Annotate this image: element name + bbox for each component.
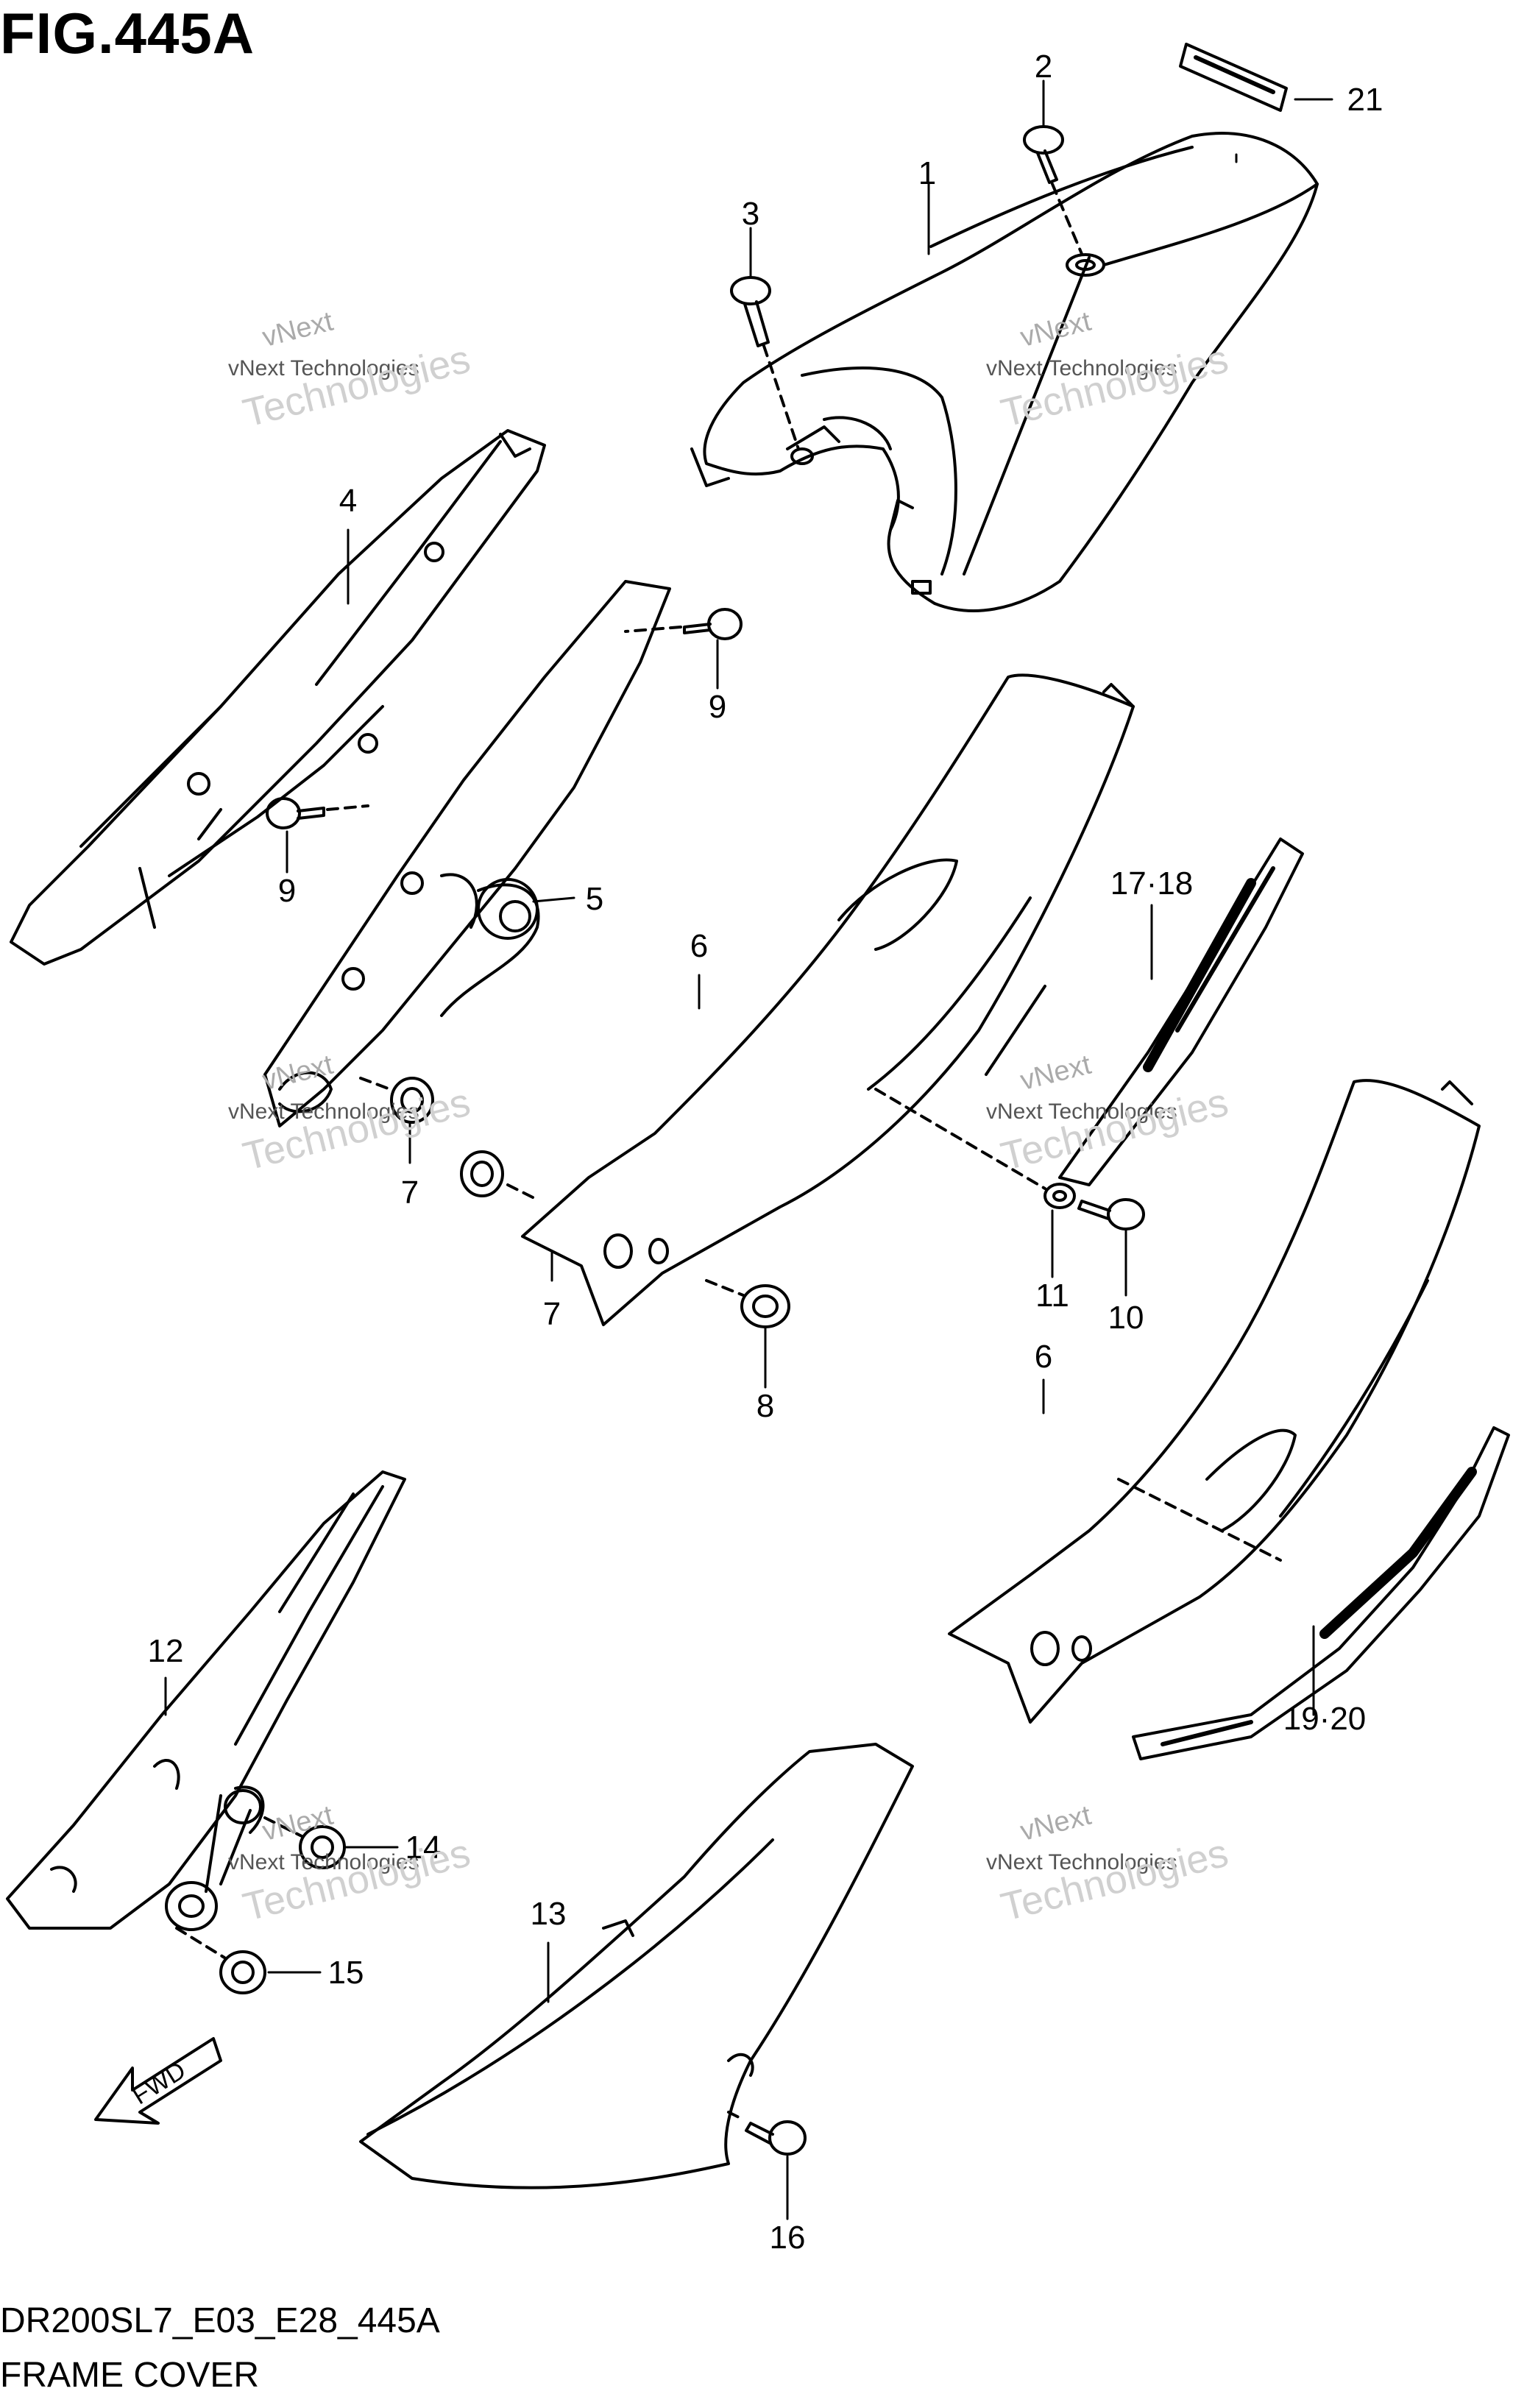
part-16-bolt xyxy=(727,2111,807,2156)
callout-9-upper: 9 xyxy=(709,689,726,725)
part-15-grommet xyxy=(175,1927,266,1994)
watermark-brand: vNext xyxy=(1017,306,1094,353)
watermark-small: vNext Technologies xyxy=(986,1850,1177,1874)
model-code: DR200SL7_E03_E28_445A xyxy=(0,2301,440,2340)
callout-6-left: 6 xyxy=(690,928,708,964)
part-8-grommet xyxy=(705,1279,790,1328)
callout-13: 13 xyxy=(531,1896,567,1932)
callout-9-lower: 9 xyxy=(278,873,296,909)
part-19-20-decal xyxy=(1132,1426,1510,1760)
watermark-large: Technologies xyxy=(238,1830,474,1929)
watermark-small: vNext Technologies xyxy=(228,1850,419,1874)
watermark-brand: vNext xyxy=(259,306,336,353)
callout-4: 4 xyxy=(339,483,357,519)
part-3-screw xyxy=(730,276,800,450)
figure-caption: FRAME COVER xyxy=(0,2356,260,2395)
watermark-brand: vNext xyxy=(1017,1800,1094,1847)
watermark-large: Technologies xyxy=(238,1080,474,1178)
callout-2: 2 xyxy=(1035,49,1052,85)
part-9-screw-upper xyxy=(624,608,743,640)
callout-labels: 1 2 3 4 5 6 6 7 7 8 9 9 10 11 12 13 14 1… xyxy=(148,49,1383,2256)
part-9-screw-lower xyxy=(266,797,369,829)
fwd-arrow xyxy=(94,2037,222,2125)
watermark-large: Technologies xyxy=(996,336,1232,435)
callout-3: 3 xyxy=(742,196,759,232)
callout-7-lower: 7 xyxy=(543,1296,561,1332)
callout-7-upper: 7 xyxy=(401,1175,419,1211)
part-12-bracket xyxy=(6,1470,406,1931)
callout-17-18: 17·18 xyxy=(1110,865,1194,902)
callout-5: 5 xyxy=(586,881,603,917)
part-17-18-decal xyxy=(1058,838,1304,1186)
watermark-brand: vNext xyxy=(259,1800,336,1847)
figure-title: FIG.445A xyxy=(0,1,255,65)
part-7-grommet-lower xyxy=(460,1150,539,1201)
callout-1: 1 xyxy=(918,155,936,191)
part-14-grommet xyxy=(263,1816,346,1869)
part-13-lower-cover xyxy=(359,1743,914,2189)
watermark-large: Technologies xyxy=(996,1830,1232,1929)
part-1-rear-cowl xyxy=(690,132,1319,612)
part-2-screw xyxy=(1023,125,1083,255)
part-5-bracket xyxy=(263,580,671,1127)
part-6-side-cover-left xyxy=(521,673,1135,1326)
part-6-side-cover-right xyxy=(948,1079,1481,1724)
watermark-small: vNext Technologies xyxy=(228,1099,419,1124)
callout-10: 10 xyxy=(1108,1300,1144,1336)
watermark-large: Technologies xyxy=(996,1080,1232,1178)
part-21-emblem xyxy=(1179,43,1288,112)
callout-21: 21 xyxy=(1347,82,1383,118)
callout-14: 14 xyxy=(405,1830,442,1866)
watermark-small: vNext Technologies xyxy=(986,1099,1177,1124)
callout-16: 16 xyxy=(770,2220,806,2256)
watermark-large: Technologies xyxy=(238,336,474,435)
watermark-small: vNext Technologies xyxy=(228,356,419,380)
part-11-washer xyxy=(1043,1183,1076,1209)
part-7-grommet-upper xyxy=(359,1077,434,1124)
part-10-bolt xyxy=(1077,1198,1145,1230)
callout-8: 8 xyxy=(756,1388,774,1424)
watermark-brand: vNext xyxy=(1017,1049,1094,1097)
callout-19-20: 19·20 xyxy=(1283,1701,1367,1737)
callout-12: 12 xyxy=(148,1633,184,1669)
callout-6-right: 6 xyxy=(1035,1339,1052,1375)
part-4-bracket xyxy=(10,429,546,966)
callout-15: 15 xyxy=(328,1955,364,1991)
callout-11: 11 xyxy=(1035,1278,1069,1314)
watermarks: vNext vNext Technologies Technologies vN… xyxy=(228,306,1233,1930)
watermark-small: vNext Technologies xyxy=(986,356,1177,380)
